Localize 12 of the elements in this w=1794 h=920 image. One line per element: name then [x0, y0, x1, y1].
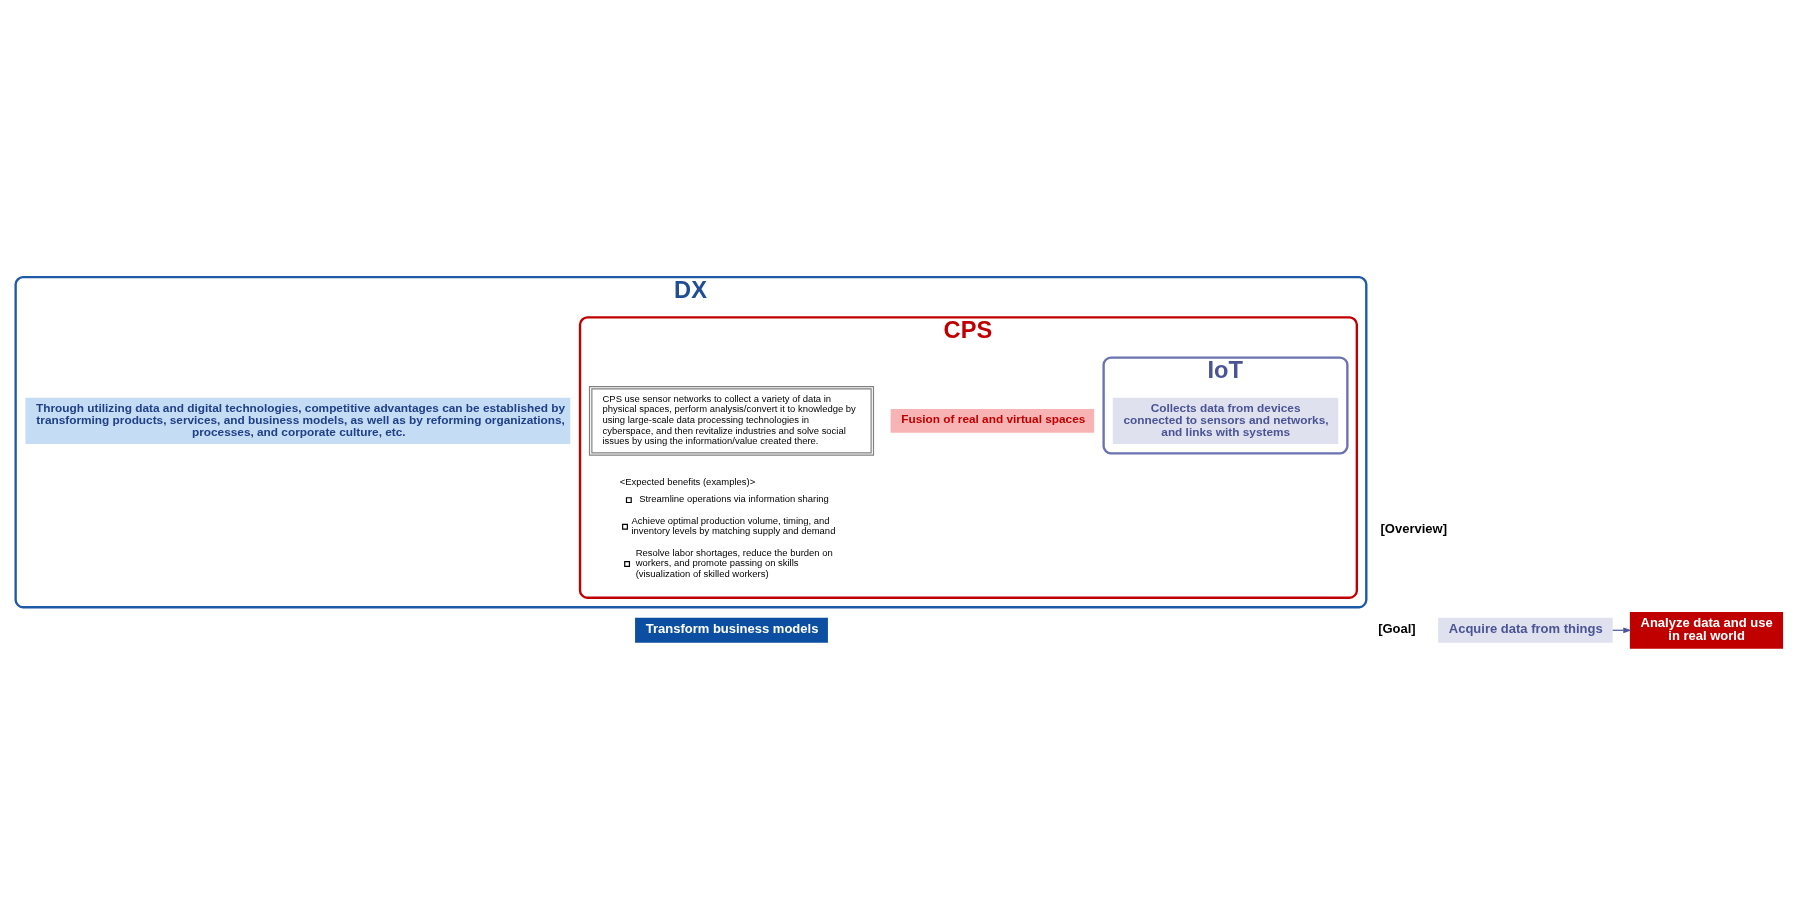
- node-box: Collects data from devices connected to sensors and networks, and links with systems: [1112, 397, 1339, 444]
- node-box: Through utilizing data and digital technologies, competitive advantages can be established by transforming products, services, and business models, as well as by reforming organizations, processes, and corporate culture, etc.: [25, 397, 571, 444]
- label: [Overview]: [1380, 520, 1447, 536]
- node-box: Fusion of real and virtual spaces: [890, 408, 1095, 433]
- label: Achieve optimal production volume, timing, and inventory levels by matching supply and demand: [631, 514, 836, 536]
- node-box: Transform business models: [635, 617, 828, 643]
- label: Resolve labor shortages, reduce the burden on workers, and promote passing on skills (visualization of skilled workers): [635, 546, 833, 579]
- label: [Goal]: [1378, 620, 1416, 636]
- node-box: Analyze data and use in real world: [1629, 611, 1784, 649]
- node-box: Acquire data from things: [1438, 617, 1613, 643]
- label: <Expected benefits (examples)>: [619, 475, 756, 487]
- label: Streamline operations via information sharing: [639, 492, 829, 504]
